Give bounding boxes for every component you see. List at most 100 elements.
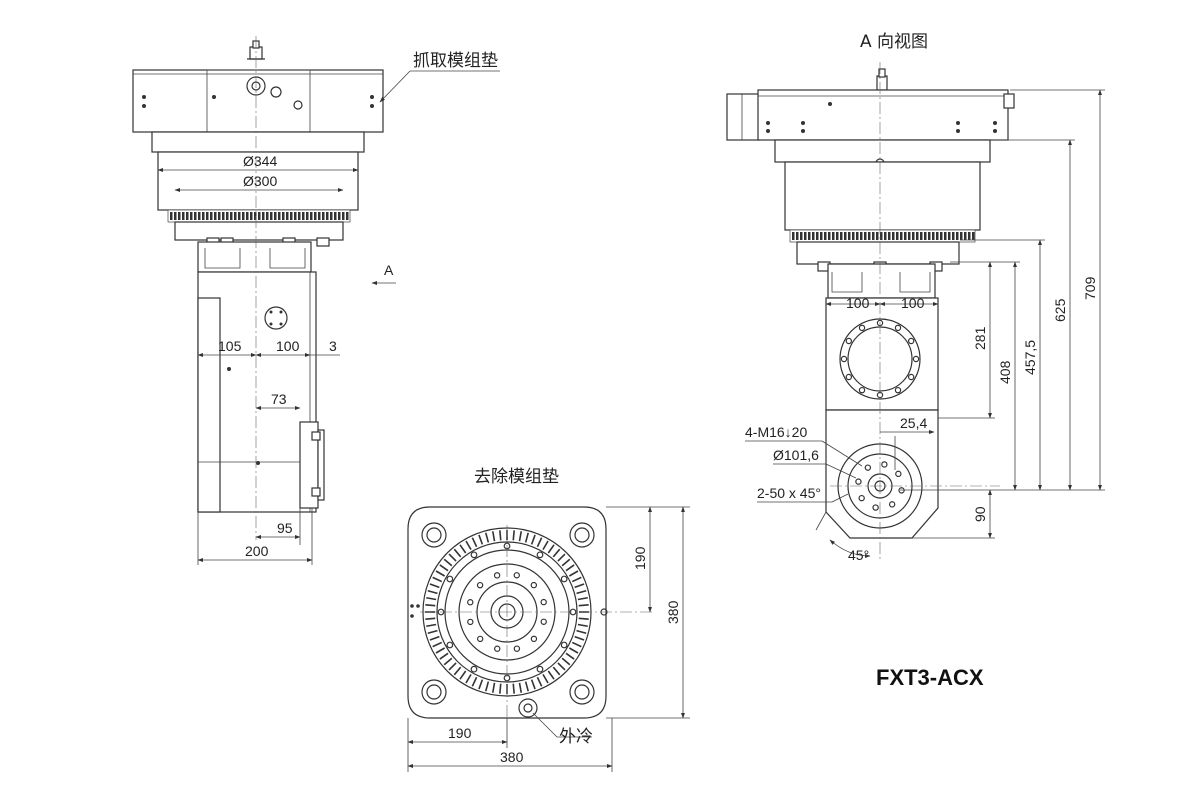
tooth: [968, 232, 971, 240]
tooth: [832, 232, 835, 240]
dim-25-4: 25,4: [900, 415, 927, 431]
tooth: [178, 212, 181, 220]
tooth: [571, 576, 582, 583]
tooth: [884, 232, 887, 240]
tooth: [888, 232, 891, 240]
tooth: [274, 212, 277, 220]
plan-view: 去除模组垫 外冷 190 380 19: [407, 467, 690, 772]
dim-457-5: 457,5: [1022, 340, 1038, 375]
tooth: [425, 617, 436, 620]
dim-d344: Ø344: [243, 153, 277, 169]
tooth: [872, 232, 875, 240]
bolt-hole: [536, 665, 544, 673]
tooth: [258, 212, 261, 220]
tooth: [491, 531, 496, 542]
tooth: [226, 212, 229, 220]
tooth: [310, 212, 313, 220]
tooth: [439, 652, 449, 660]
tooth: [491, 682, 496, 693]
view-a-title: A 向视图: [860, 32, 928, 52]
tooth: [210, 212, 213, 220]
tooth: [238, 212, 241, 220]
tooth: [904, 232, 907, 240]
tooth: [346, 212, 349, 220]
tooth: [577, 623, 588, 628]
bolt-hole: [540, 618, 547, 625]
tooth: [278, 212, 281, 220]
dim-281: 281: [972, 326, 988, 350]
tooth: [290, 212, 293, 220]
tooth: [530, 534, 536, 545]
tooth: [170, 212, 173, 220]
chamfer-spec: 2-50 x 45°: [757, 485, 821, 501]
bolt-hole: [881, 461, 888, 468]
tooth: [844, 232, 847, 240]
bolt-hole: [907, 337, 915, 345]
tooth: [928, 232, 931, 240]
bolt-hole: [895, 470, 902, 478]
tooth: [812, 232, 815, 240]
tooth: [439, 564, 449, 572]
bolt-hole: [536, 551, 544, 559]
tooth: [512, 530, 515, 541]
a-view: A 向视图: [726, 32, 1105, 690]
tooth: [530, 679, 536, 690]
removed-pad-label: 去除模组垫: [474, 467, 559, 487]
dim-73: 73: [271, 391, 287, 407]
tooth: [908, 232, 911, 240]
tooth: [302, 212, 305, 220]
tooth: [443, 558, 453, 567]
tooth: [218, 212, 221, 220]
tooth: [334, 212, 337, 220]
bolt-hole: [907, 373, 915, 381]
tooth: [876, 232, 879, 240]
tooth: [214, 212, 217, 220]
bolt-hole: [840, 355, 848, 363]
bearing-ring-teeth-a: [792, 232, 975, 240]
tooth: [202, 212, 205, 220]
view-a-marker: A: [384, 262, 394, 278]
tooth: [820, 232, 823, 240]
tooth: [286, 212, 289, 220]
tooth: [547, 670, 555, 680]
tooth: [230, 212, 233, 220]
bolt-hole: [530, 635, 538, 643]
tooth: [542, 673, 549, 684]
dim-380-vertical: 380: [665, 600, 681, 624]
tooth: [330, 212, 333, 220]
tooth: [254, 212, 257, 220]
tooth: [459, 544, 467, 554]
tooth: [944, 232, 947, 240]
bolt-hole: [858, 494, 865, 502]
tooth: [868, 232, 871, 240]
angle-45: 45°: [848, 547, 869, 563]
tooth: [577, 596, 588, 601]
flange-bolt-holes: [840, 319, 920, 399]
tooth: [565, 652, 575, 660]
tooth: [194, 212, 197, 220]
bolt-hole: [845, 337, 853, 345]
tooth: [960, 232, 963, 240]
tooth: [448, 662, 457, 671]
tooth: [266, 212, 269, 220]
tooth: [936, 232, 939, 240]
tooth: [932, 232, 935, 240]
tooth: [524, 532, 529, 543]
tooth: [880, 232, 883, 240]
tooth: [972, 232, 975, 240]
tooth: [574, 635, 585, 641]
tooth: [578, 604, 589, 607]
tooth: [536, 676, 543, 687]
dim-625: 625: [1052, 298, 1068, 322]
spindle-bolt-holes: [855, 461, 905, 511]
tooth: [294, 212, 297, 220]
tooth: [800, 232, 803, 240]
tooth: [576, 590, 587, 595]
tooth: [808, 232, 811, 240]
tooth: [250, 212, 253, 220]
bolt-hole: [493, 572, 501, 579]
tooth: [242, 212, 245, 220]
tooth: [453, 548, 462, 558]
tooth: [512, 683, 515, 694]
tooth: [174, 212, 177, 220]
